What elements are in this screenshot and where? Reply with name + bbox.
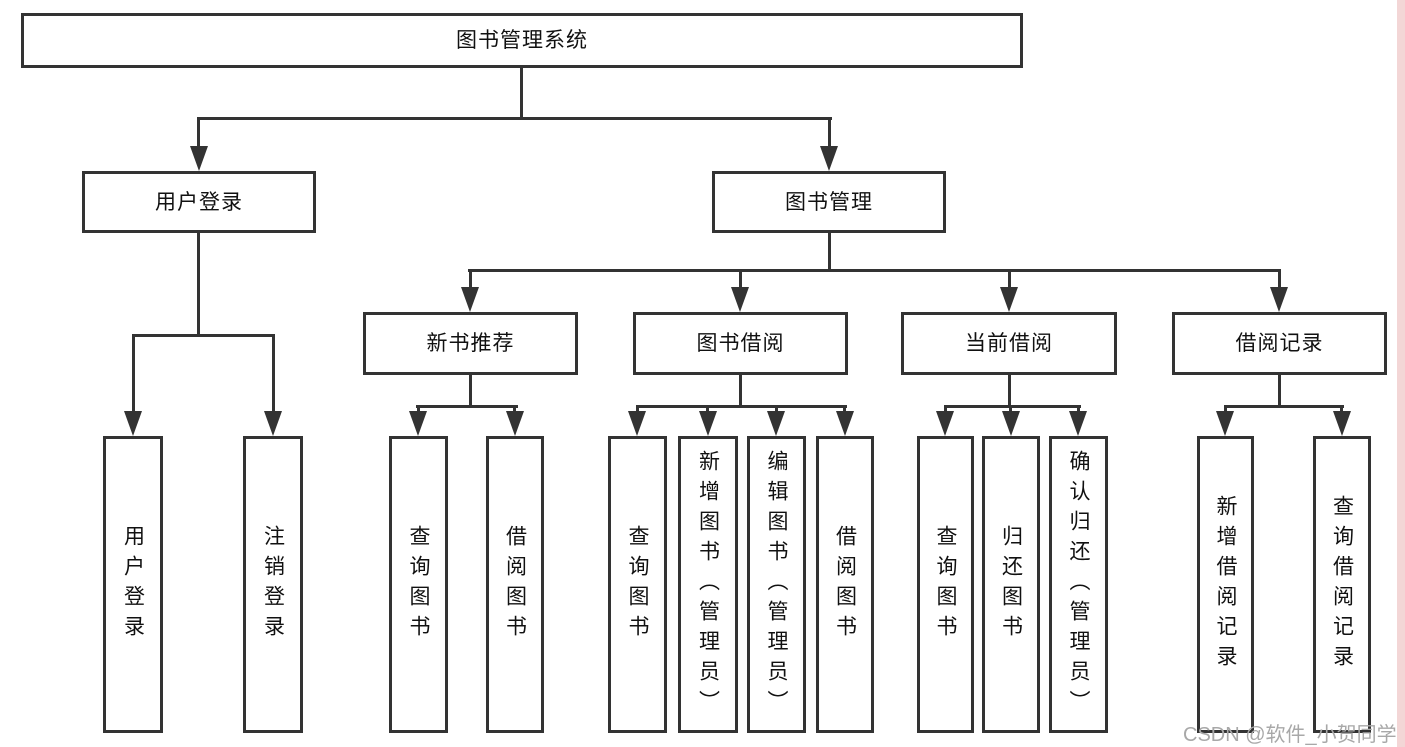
arrow-down-icon xyxy=(731,287,749,312)
arrow-down-icon xyxy=(1002,411,1020,436)
leaf-label: 归还图书 xyxy=(999,524,1023,645)
connector-line xyxy=(469,375,472,406)
connector-line xyxy=(1008,269,1011,287)
leaf-query-books-borrowing: 查询图书 xyxy=(608,436,667,733)
leaf-query-books-current: 查询图书 xyxy=(917,436,974,733)
connector-line xyxy=(1008,375,1011,406)
connector-line xyxy=(636,405,847,408)
leaf-label: 借阅图书 xyxy=(833,524,857,645)
arrow-down-icon xyxy=(1069,411,1087,436)
connector-line xyxy=(944,405,947,414)
leaf-label: 新增图书（管理员） xyxy=(696,449,720,720)
connector-line xyxy=(1340,405,1343,414)
leaf-confirm-return-admin: 确认归还（管理员） xyxy=(1049,436,1108,733)
arrow-down-icon xyxy=(1333,411,1351,436)
connector-line xyxy=(1077,405,1080,414)
connector-line xyxy=(469,269,472,287)
arrow-down-icon xyxy=(836,411,854,436)
connector-line xyxy=(706,405,709,414)
arrow-down-icon xyxy=(409,411,427,436)
node-borrowing-records: 借阅记录 xyxy=(1172,312,1387,375)
arrow-down-icon xyxy=(1000,287,1018,312)
node-label: 图书管理系统 xyxy=(456,29,588,52)
connector-line xyxy=(944,405,1081,408)
arrow-down-icon xyxy=(699,411,717,436)
leaf-edit-book-admin: 编辑图书（管理员） xyxy=(747,436,806,733)
connector-line xyxy=(513,405,516,414)
connector-line xyxy=(828,117,831,149)
connector-line xyxy=(272,334,275,411)
connector-line xyxy=(1224,405,1227,414)
connector-line xyxy=(520,68,523,118)
leaf-user-login: 用户登录 xyxy=(103,436,163,733)
node-new-book-recommendation: 新书推荐 xyxy=(363,312,578,375)
connector-line xyxy=(132,334,135,411)
leaf-label: 借阅图书 xyxy=(503,524,527,645)
connector-line xyxy=(468,269,1281,272)
connector-line xyxy=(739,375,742,406)
leaf-return-books: 归还图书 xyxy=(982,436,1040,733)
arrow-down-icon xyxy=(1216,411,1234,436)
node-label: 图书管理 xyxy=(785,190,873,214)
leaf-label: 查询图书 xyxy=(407,524,430,645)
connector-line xyxy=(1278,269,1281,287)
connector-line xyxy=(197,117,832,120)
arrow-down-icon xyxy=(1270,287,1288,312)
node-current-borrowing: 当前借阅 xyxy=(901,312,1117,375)
leaf-add-book-admin: 新增图书（管理员） xyxy=(678,436,738,733)
watermark-strip xyxy=(1397,0,1405,747)
leaf-borrow-books-borrowing: 借阅图书 xyxy=(816,436,874,733)
arrow-down-icon xyxy=(190,146,208,171)
leaf-logout: 注销登录 xyxy=(243,436,303,733)
leaf-query-borrow-record: 查询借阅记录 xyxy=(1313,436,1371,733)
connector-line xyxy=(739,269,742,287)
arrow-down-icon xyxy=(820,146,838,171)
connector-line xyxy=(197,117,200,149)
connector-line xyxy=(132,334,275,337)
arrow-down-icon xyxy=(461,287,479,312)
node-book-borrowing: 图书借阅 xyxy=(633,312,848,375)
leaf-label: 编辑图书（管理员） xyxy=(765,449,788,720)
connector-line xyxy=(636,405,639,414)
leaf-add-borrow-record: 新增借阅记录 xyxy=(1197,436,1254,733)
leaf-borrow-books-recommend: 借阅图书 xyxy=(486,436,544,733)
csdn-watermark: CSDN @软件_小贺同学 xyxy=(1183,724,1397,746)
leaf-label: 查询借阅记录 xyxy=(1330,494,1354,675)
connector-line xyxy=(1224,405,1344,408)
connector-line xyxy=(843,405,846,414)
arrow-down-icon xyxy=(936,411,954,436)
arrow-down-icon xyxy=(628,411,646,436)
node-label: 图书借阅 xyxy=(696,332,785,355)
arrow-down-icon xyxy=(124,411,142,436)
leaf-label: 新增借阅记录 xyxy=(1214,494,1237,675)
connector-line xyxy=(775,405,778,414)
connector-line xyxy=(197,233,200,335)
arrow-down-icon xyxy=(767,411,785,436)
leaf-label: 确认归还（管理员） xyxy=(1067,449,1090,720)
arrow-down-icon xyxy=(506,411,524,436)
node-label: 新书推荐 xyxy=(426,332,515,355)
node-library-management-system: 图书管理系统 xyxy=(21,13,1023,68)
node-book-management: 图书管理 xyxy=(712,171,946,233)
connector-line xyxy=(416,405,518,408)
connector-line xyxy=(1009,405,1012,414)
leaf-label: 用户登录 xyxy=(121,524,145,645)
leaf-label: 查询图书 xyxy=(626,524,649,645)
connector-line xyxy=(417,405,420,414)
connector-line xyxy=(828,233,831,270)
node-label: 当前借阅 xyxy=(965,332,1053,355)
arrow-down-icon xyxy=(264,411,282,436)
node-label: 借阅记录 xyxy=(1235,332,1324,355)
node-label: 用户登录 xyxy=(155,190,243,214)
leaf-query-books-recommend: 查询图书 xyxy=(389,436,448,733)
connector-line xyxy=(1278,375,1281,406)
leaf-label: 查询图书 xyxy=(934,524,957,645)
leaf-label: 注销登录 xyxy=(261,524,285,645)
node-user-login: 用户登录 xyxy=(82,171,316,233)
